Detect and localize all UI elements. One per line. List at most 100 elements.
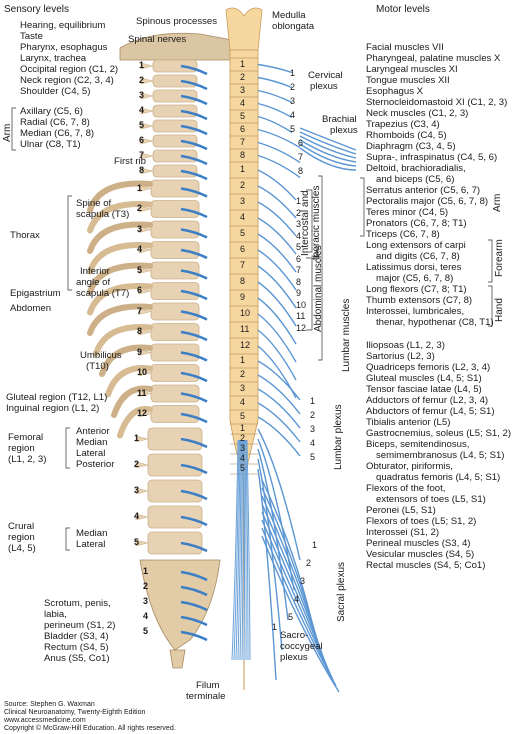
plexus-nerve	[257, 297, 297, 345]
plexus-nerve	[257, 345, 297, 399]
umbilicus-label-1: Umbilicus	[80, 350, 122, 361]
cord-segment-dividers	[230, 57, 258, 475]
sacral-nerve-number: 1	[312, 540, 318, 550]
inferior-angle-1: Inferior	[80, 266, 110, 277]
motor-list-item: Adductors of femur (L2, 3, 4)	[366, 395, 489, 406]
list-item: Posterior	[76, 459, 115, 470]
source-line: Clinical Neuroanatomy, Twenty-Eighth Edi…	[4, 709, 146, 716]
cord-segment-number: 7	[240, 136, 246, 147]
vertebra	[152, 149, 198, 163]
transverse-process	[138, 287, 152, 295]
brachial-plexus-label-1: Brachial	[322, 114, 357, 125]
spinal-nerve-root	[180, 463, 208, 475]
cord-segment-number: 5	[240, 228, 246, 238]
vertebra-number: 8	[137, 326, 143, 336]
cord-segment-number: 6	[240, 123, 246, 134]
plexus-nerve	[257, 154, 301, 179]
motor-list-item: Teres minor (C4, 5)	[366, 207, 449, 218]
lumbar-nerve-number: 3	[310, 424, 316, 434]
thoracic-nerve-number: 4	[296, 230, 302, 241]
source-line: Source: Stephen G. Waxman	[4, 701, 95, 708]
vertebra	[147, 479, 203, 503]
cord-segment-number: 5	[240, 110, 246, 121]
cauda-strand	[237, 439, 242, 661]
vertebra-number: 5	[139, 120, 145, 130]
vertebra-number: 3	[139, 90, 145, 100]
spinal-nerve-root	[180, 541, 208, 553]
transverse-process	[140, 77, 154, 85]
transverse-process	[140, 62, 154, 70]
cauda-strand	[245, 439, 249, 661]
inguinal-region-label: Inguinal region (L1, 2)	[6, 403, 100, 414]
spinal-nerve-root	[180, 269, 208, 280]
cord-segment-number: 3	[240, 443, 246, 453]
cord-segment-number: 7	[240, 260, 246, 270]
motor-list-item: Laryngeal muscles XI	[366, 64, 458, 75]
motor-list-item: Interossei (S1, 2)	[366, 527, 440, 538]
spinal-nerve-root	[180, 228, 208, 239]
motor-list-item: Flexors of the foot,	[366, 483, 446, 494]
medulla-oblongata	[225, 7, 263, 51]
cord-segment-number: 6	[240, 244, 246, 254]
intercostal-label-1: Intercostal and	[300, 190, 311, 256]
motor-list-item: Thumb extensors (C7, 8)	[366, 295, 473, 306]
lumbar-muscles-label: Lumbar muscles	[341, 298, 352, 372]
thoracic-nerve-number: 5	[296, 242, 302, 252]
plexus-nerve	[257, 265, 297, 309]
motor-list-item: Flexors of toes (L5; S1, 2)	[366, 516, 477, 527]
cauda-strand	[235, 439, 241, 661]
vertebra	[150, 384, 200, 403]
spinal-nerve-root	[180, 154, 208, 166]
vertebra	[150, 261, 200, 280]
rib	[105, 365, 153, 398]
rib	[87, 283, 153, 316]
sensory-levels-header: Sensory levels	[4, 4, 70, 15]
brachial-branch	[299, 143, 357, 167]
brachial-branch	[299, 147, 357, 171]
transverse-process	[138, 390, 152, 397]
transverse-process	[140, 167, 154, 175]
vertebra	[147, 427, 203, 451]
cord-segment-number: 2	[240, 433, 246, 443]
motor-list-item: Iliopsoas (L1, 2, 3)	[366, 340, 445, 351]
motor-group-forearm: Forearm	[494, 239, 505, 277]
transverse-process	[135, 461, 149, 469]
vertebra-number: 10	[137, 367, 148, 377]
cord-segment-number: 3	[240, 84, 246, 95]
vertebra	[152, 74, 198, 88]
sacral-sensory-list: Scrotum, penis, labia, perineum (S1, 2) …	[44, 598, 115, 664]
cord-segment-number: 3	[240, 383, 246, 393]
vertebra	[150, 179, 200, 198]
plexus-nerve	[257, 313, 297, 363]
abdominal-muscles-label: Abdominal muscles	[313, 245, 324, 332]
femoral-region-label-1: Femoral	[8, 432, 44, 443]
vertebra-number: 5	[134, 537, 140, 547]
spinal-nerve-root	[180, 630, 208, 642]
spinal-nerve-root	[180, 187, 208, 198]
sacral-branch	[261, 535, 340, 693]
transverse-process	[138, 246, 152, 254]
plexus-nerve	[257, 468, 277, 681]
transverse-process	[140, 137, 154, 145]
plexus-nerve	[257, 329, 297, 381]
cervical-plexus-label-2: plexus	[310, 81, 338, 92]
motor-list-item: thenar, hypothenar (C8, T1)	[376, 317, 494, 328]
vertebra-number: 12	[137, 408, 148, 418]
vertebra-number: 6	[137, 285, 143, 295]
list-item: Hearing, equilibrium	[20, 20, 106, 31]
motor-list-item: and digits (C6, 7, 8)	[376, 251, 460, 262]
cauda-equina	[231, 439, 251, 661]
cervical-nerve-number: 1	[290, 68, 296, 78]
cord-segment-number: 4	[240, 453, 246, 463]
cord-segment-number: 8	[240, 149, 246, 160]
list-item: Occipital region (C1, 2)	[20, 64, 119, 75]
list-item: Shoulder (C4, 5)	[20, 86, 91, 97]
motor-list-lower: Iliopsoas (L1, 2, 3)Sartorius (L2, 3)Qua…	[366, 340, 511, 571]
motor-list-item: Neck muscles (C1, 2, 3)	[366, 108, 469, 119]
transverse-process	[138, 267, 152, 274]
list-item: Axillary (C5, 6)	[20, 106, 83, 117]
motor-list-item: Trapezius (C3, 4)	[366, 119, 440, 130]
spinal-nerves-label: Spinal nerves	[128, 34, 187, 45]
list-item: Anus (S5, Co1)	[44, 653, 110, 664]
